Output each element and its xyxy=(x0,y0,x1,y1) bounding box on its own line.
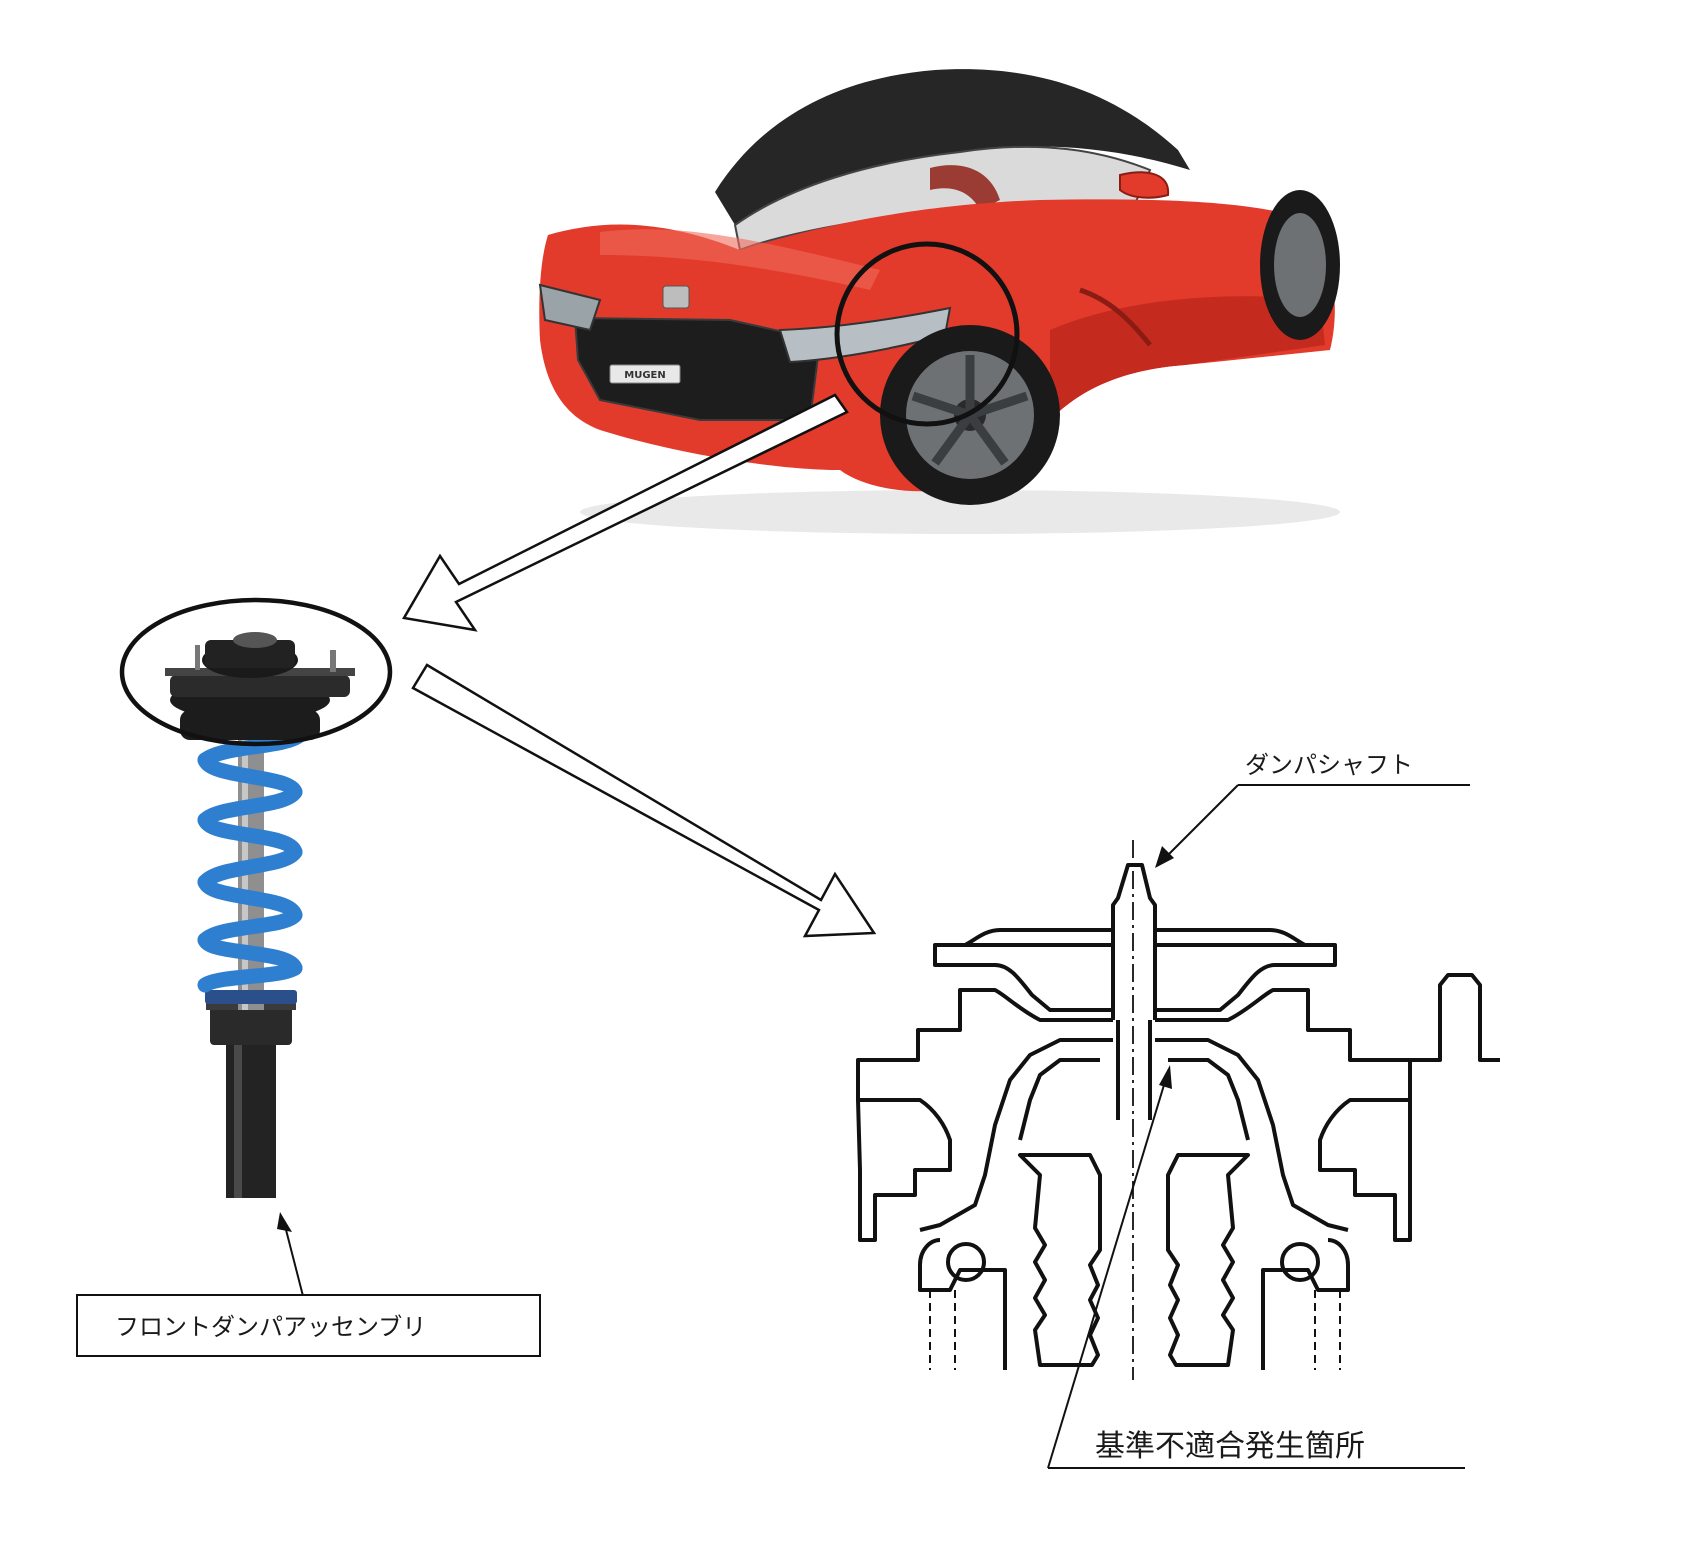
leader-damper-assembly xyxy=(283,1221,304,1297)
mount-stud-right xyxy=(1410,973,1500,1062)
car-side-mirror xyxy=(1119,171,1170,199)
mount-body-right xyxy=(1155,988,1412,1242)
label-damper-shaft: ダンパシャフト xyxy=(1245,751,1413,779)
upper-mount xyxy=(165,632,355,740)
label-box-damper-assembly xyxy=(76,1294,541,1357)
leader-damper-arrowhead xyxy=(277,1212,292,1232)
car-grille xyxy=(573,316,822,421)
leader-damper-shaft xyxy=(1164,784,1239,859)
grille-badge-text: MUGEN xyxy=(624,370,665,381)
label-nonconformity-location: 基準不適合発生箇所 xyxy=(1095,1429,1365,1464)
upper-plate-right xyxy=(1155,943,1337,1012)
bump-stop-left xyxy=(1018,1153,1102,1367)
front-damper-assembly-photo xyxy=(119,597,393,1198)
coil-spring xyxy=(197,727,308,993)
damper-shaft xyxy=(1111,863,1157,1020)
damper-cross-section xyxy=(856,840,1500,1380)
car-roof xyxy=(715,69,1190,225)
car-illustration: MUGEN xyxy=(538,69,1340,534)
bump-stop-right xyxy=(1166,1153,1250,1367)
lower-cup-left xyxy=(918,1238,1007,1370)
label-front-damper-assembly: フロントダンパアッセンブリ xyxy=(115,1313,426,1341)
arrow-damper-to-section xyxy=(411,663,877,938)
car-rear-wheel xyxy=(1260,190,1340,340)
highlight-circle-car xyxy=(834,241,1020,427)
leader-damper-shaft-arrowhead xyxy=(1155,846,1174,868)
leader-nonconformity xyxy=(1047,1074,1168,1469)
highlight-ellipse-mount xyxy=(119,597,393,747)
mount-body-left xyxy=(856,988,1113,1242)
car-headlight-left xyxy=(538,283,602,332)
arrow-car-to-damper xyxy=(402,393,849,632)
leader-nonconformity-arrowhead xyxy=(1159,1065,1172,1089)
upper-plate-left xyxy=(933,943,1113,1012)
lower-cup-right xyxy=(1261,1238,1350,1370)
